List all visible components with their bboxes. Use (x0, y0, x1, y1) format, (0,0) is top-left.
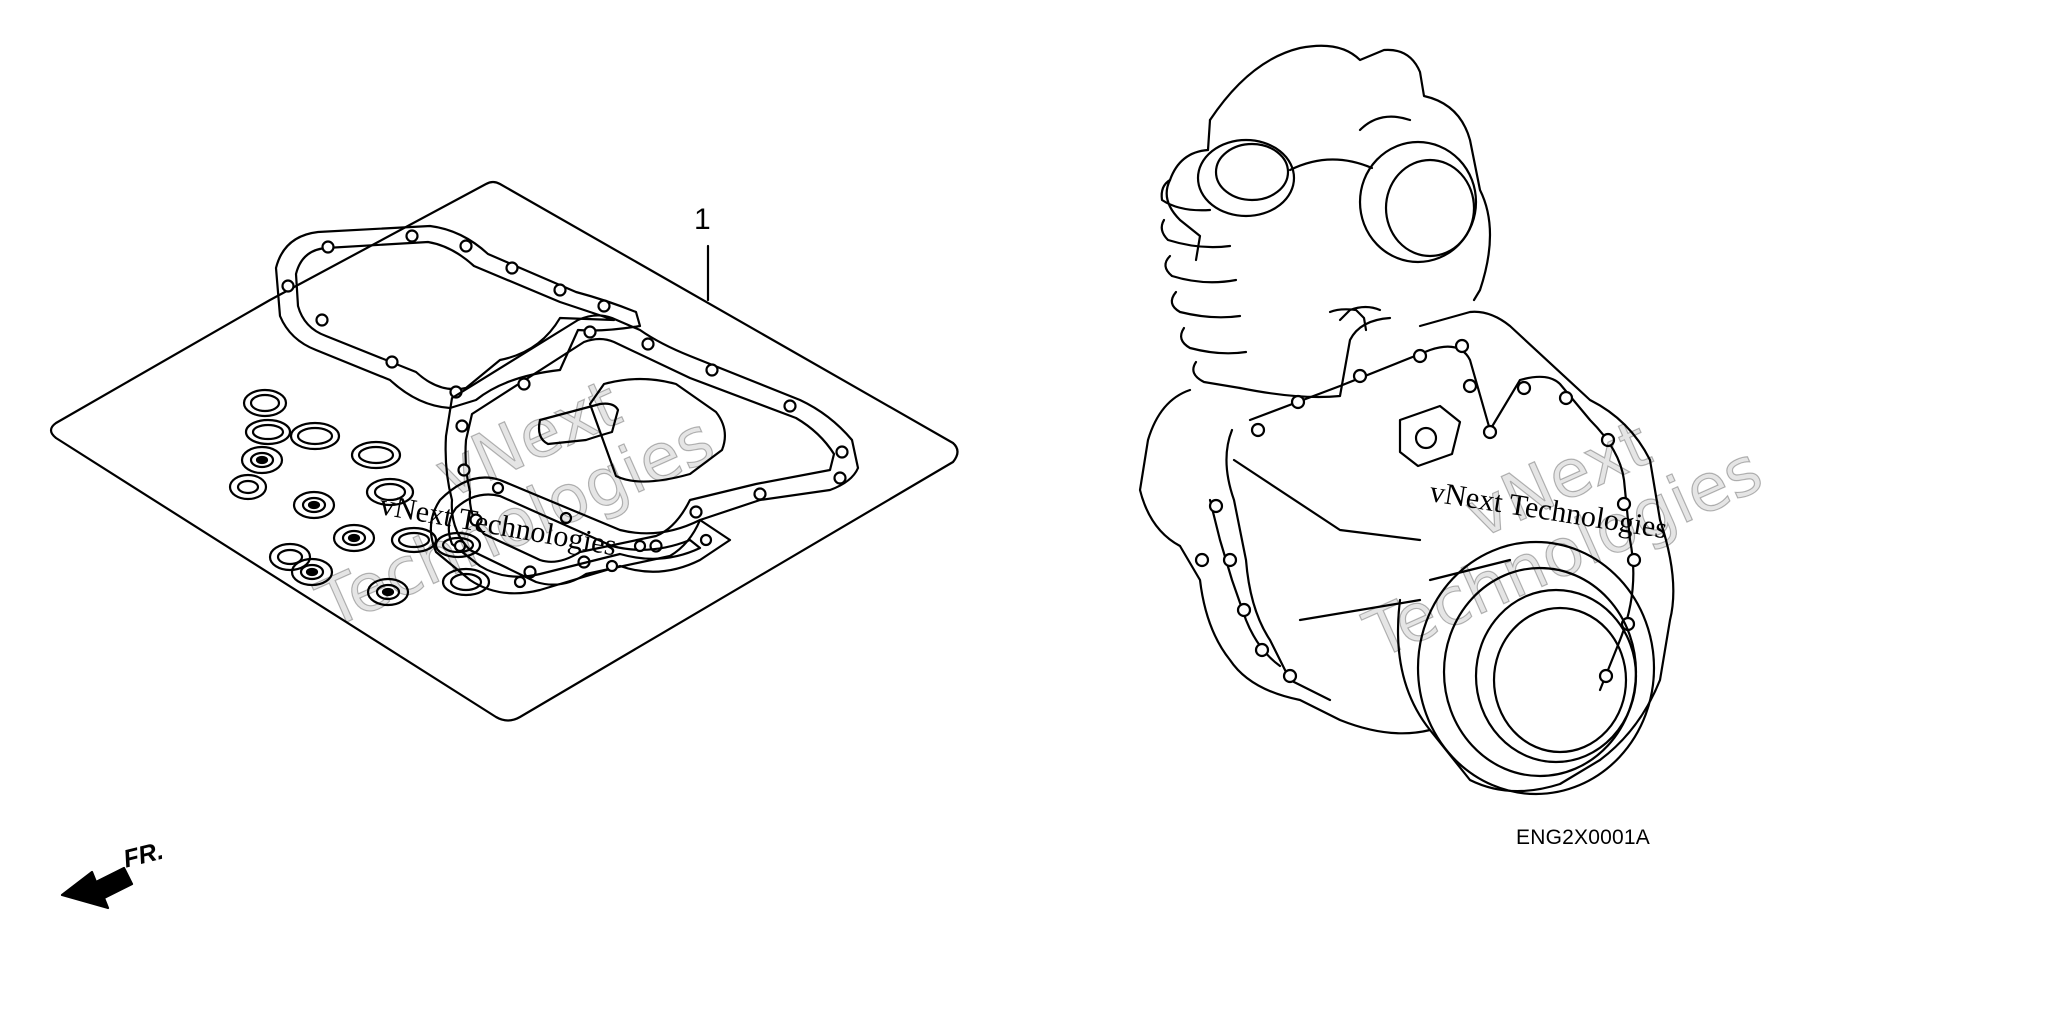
crankcase-gasket-right (444, 314, 860, 586)
callout-number: 1 (694, 203, 711, 236)
arrow-left-icon (60, 866, 134, 910)
gasket-kit-sheet (49, 180, 959, 722)
crankcase-gasket-left (274, 224, 642, 410)
oil-pan-gasket (429, 476, 732, 595)
engine-assembly (1138, 44, 1675, 796)
o-ring-set (228, 388, 491, 607)
diagram-code: ENG2X0001A (1516, 826, 1650, 849)
